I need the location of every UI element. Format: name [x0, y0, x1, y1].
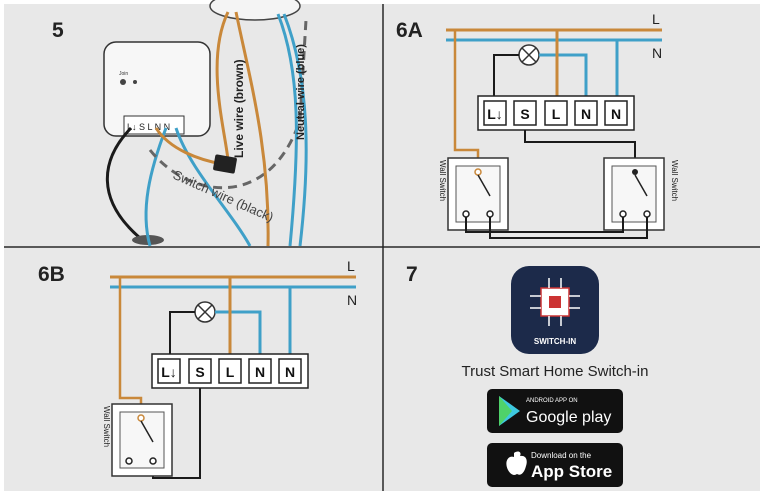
panel-6a-diagram: L N L↓ S L N N: [438, 11, 679, 239]
neutral-wire-ceiling: [276, 13, 298, 247]
6b-terminal-n1: [248, 358, 272, 384]
6a-terminal-label-4: N: [611, 106, 621, 122]
panel-6b-diagram: L N L↓ S L N N Wall Switch: [102, 258, 357, 479]
6a-traveller-2: [489, 217, 648, 239]
panel-7-app: SWITCH-IN Trust Smart Home Switch-in AND…: [462, 266, 649, 487]
6a-right-l2: [643, 210, 651, 218]
panel-7-number: 7: [406, 263, 418, 286]
led-indicator: [133, 80, 137, 84]
6b-switch-l2: [149, 457, 157, 465]
6a-terminal-n2: [604, 100, 628, 126]
6a-terminal-l: [544, 100, 568, 126]
6a-live-label: L: [652, 11, 660, 27]
blue-wire-module-right: [174, 127, 252, 247]
6b-terminal-label-0: L↓: [161, 364, 177, 380]
live-wire-down: [234, 11, 270, 247]
live-wire-ceiling: [215, 11, 230, 161]
6b-terminal-s: [188, 358, 212, 384]
6b-lamp-to-l-out: [169, 311, 195, 358]
6a-s-to-switch: [524, 130, 636, 172]
6a-left-l2: [486, 210, 494, 218]
6a-terminal-label-0: L↓: [487, 106, 503, 122]
blue-wire-module-left: [144, 127, 168, 247]
6b-terminal-l: [218, 358, 242, 384]
6a-lamp-to-n: [539, 53, 588, 103]
6a-neutral-label: N: [652, 45, 662, 61]
6b-live-label: L: [347, 258, 355, 274]
6a-right-l1: [619, 210, 627, 218]
6b-switch-common: [137, 414, 145, 422]
6a-left-lever: [477, 174, 491, 197]
6a-traveller-1: [465, 217, 624, 233]
module-terminal-block: [123, 115, 185, 135]
google-play-badge[interactable]: [487, 389, 623, 433]
6a-terminal-label-3: N: [581, 106, 591, 122]
6b-terminal-label-2: L: [226, 364, 235, 380]
6b-lamp-cross: [197, 304, 213, 320]
google-play-icon-inner: [499, 396, 512, 426]
6a-terminal-lout: [483, 100, 507, 126]
panel-5-illustration: Join L↓ S L N N Live wire (brown) Neutra…: [103, 0, 308, 247]
join-label: Join: [119, 71, 128, 77]
app-store-small-text: Download on the: [531, 451, 592, 460]
6a-left-l1: [462, 210, 470, 218]
6a-terminal-label-2: L: [552, 106, 561, 122]
app-name: Trust Smart Home Switch-in: [462, 363, 649, 380]
6b-terminal-n2: [278, 358, 302, 384]
module-terminal-labels: L↓ S L N N: [127, 122, 170, 132]
6b-terminal-label-1: S: [195, 364, 204, 380]
6a-right-common: [632, 169, 638, 175]
6b-switch-l1: [125, 457, 133, 465]
6a-wall-switch-right-label: Wall Switch: [670, 160, 679, 201]
panel-6b-number: 6B: [38, 263, 65, 286]
6a-terminal-label-1: S: [520, 106, 529, 122]
black-wire-to-switch: [105, 126, 141, 240]
6a-left-common: [474, 168, 482, 176]
switch-module: [103, 41, 211, 137]
6b-terminal-label-4: N: [285, 364, 295, 380]
app-store-large-text: App Store: [531, 462, 612, 481]
google-play-large-text: Google play: [526, 409, 611, 426]
wire-connector: [213, 154, 237, 174]
6a-wall-switch-left-label: Wall Switch: [438, 160, 447, 201]
switch-cable-sheath: [148, 19, 308, 190]
app-icon-chip-core: [549, 296, 561, 308]
app-icon-circuit-lines: [530, 278, 580, 326]
app-icon-label: SWITCH-IN: [534, 337, 576, 346]
google-play-small-text: ANDROID APP ON: [526, 398, 578, 404]
apple-icon: [506, 451, 527, 475]
6a-terminal-n1: [574, 100, 598, 126]
6b-neutral-label: N: [347, 292, 357, 308]
6b-terminal-label-3: N: [255, 364, 265, 380]
6a-right-lever: [634, 174, 648, 197]
6b-switch-lever: [140, 420, 154, 443]
panel-5-number: 5: [52, 19, 64, 42]
6a-lamp-cross: [521, 47, 537, 63]
6b-wall-switch-label: Wall Switch: [102, 406, 111, 447]
6b-terminals: L↓ S L N N: [157, 358, 302, 384]
live-wire-label: Live wire (brown): [232, 59, 246, 158]
panel-6a-number: 6A: [396, 19, 423, 42]
6a-terminals: L↓ S L N N: [483, 100, 628, 126]
6b-terminal-lout: [157, 358, 181, 384]
app-store-badge[interactable]: [487, 443, 623, 487]
neutral-wire-ceiling-2: [282, 13, 308, 247]
6a-terminal-s: [513, 100, 537, 126]
join-button: [120, 79, 126, 85]
6a-lamp-to-l-out: [493, 54, 519, 103]
neutral-wire-label: Neutral wire (blue): [295, 44, 307, 140]
